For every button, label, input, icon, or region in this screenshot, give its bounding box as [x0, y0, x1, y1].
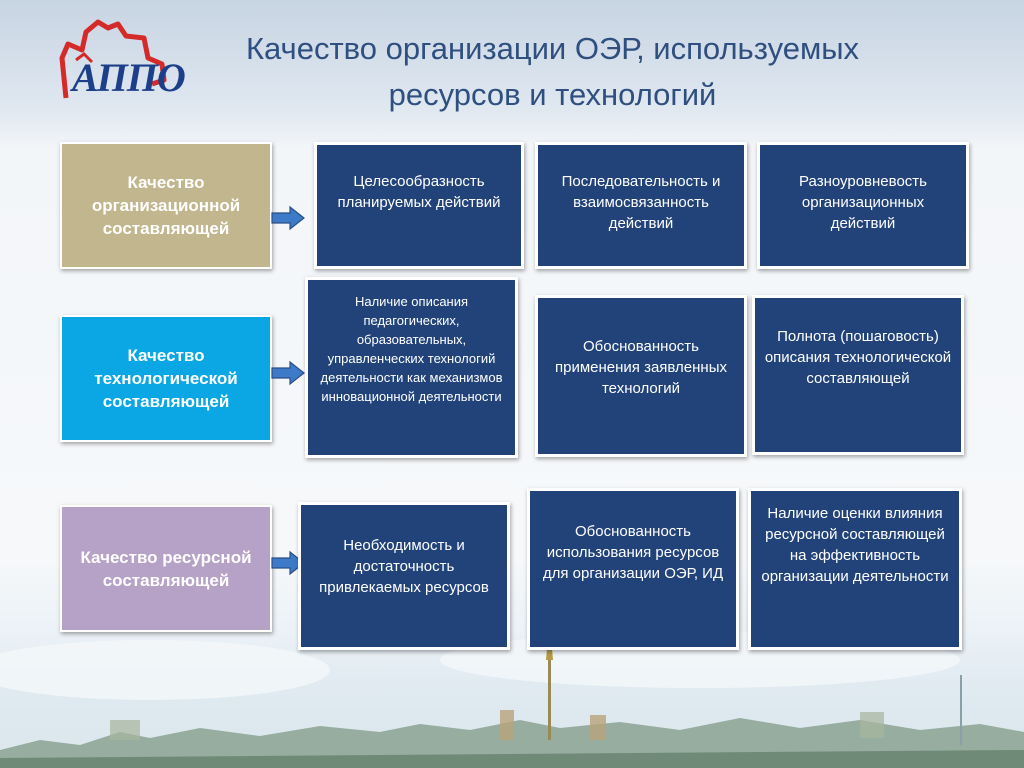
- category-resource: Качество ресурсной составляющей: [60, 505, 272, 632]
- arrow-right-icon: [271, 205, 305, 231]
- item-technology-justification: Обоснованность применения заявленных тех…: [535, 295, 747, 457]
- item-expediency: Целесообразность планируемых действий: [314, 142, 524, 269]
- item-resource-justification: Обоснованность использования ресурсов дл…: [527, 488, 739, 650]
- category-organizational: Качество организационной составляющей: [60, 142, 272, 269]
- item-consistency: Последовательность и взаимосвязанность д…: [535, 142, 747, 269]
- arrow-right-icon: [271, 360, 305, 386]
- item-resource-necessity: Необходимость и достаточность привлекаем…: [298, 502, 510, 650]
- page-title-line-1: Качество организации ОЭР, используемых: [245, 31, 860, 66]
- appo-logo: АППО: [52, 14, 186, 104]
- arrow-right-icon: [271, 550, 305, 576]
- category-technological: Качество технологической составляющей: [60, 315, 272, 442]
- map-outline-icon: [59, 19, 167, 99]
- page-title: Качество организации ОЭР, используемых р…: [180, 26, 925, 118]
- item-multilevel: Разноуровневость организационных действи…: [757, 142, 969, 269]
- item-completeness: Полнота (пошаговость) описания технологи…: [752, 295, 964, 455]
- header-background: [0, 0, 1024, 145]
- logo-text: АППО: [72, 55, 186, 100]
- item-technology-description: Наличие описания педагогических, образов…: [305, 277, 518, 458]
- page-title-line-2: ресурсов и технологий: [388, 77, 717, 112]
- item-resource-impact: Наличие оценки влияния ресурсной составл…: [748, 488, 962, 650]
